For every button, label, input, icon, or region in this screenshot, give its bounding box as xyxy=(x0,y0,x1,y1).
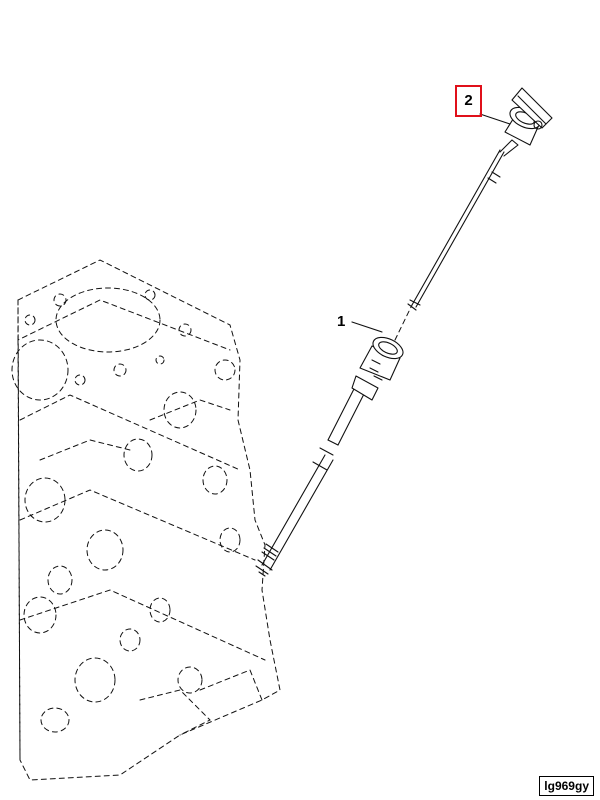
dipstick xyxy=(407,87,553,311)
callout-item-2: 2 xyxy=(455,85,482,117)
leader-line-2 xyxy=(479,113,511,125)
leader-line-1 xyxy=(351,321,383,333)
callout-item-1: 1 xyxy=(337,313,346,330)
dipstick-guide-tube xyxy=(255,304,413,577)
image-id-label: lg969gy xyxy=(539,776,594,796)
engine-block xyxy=(11,259,281,781)
